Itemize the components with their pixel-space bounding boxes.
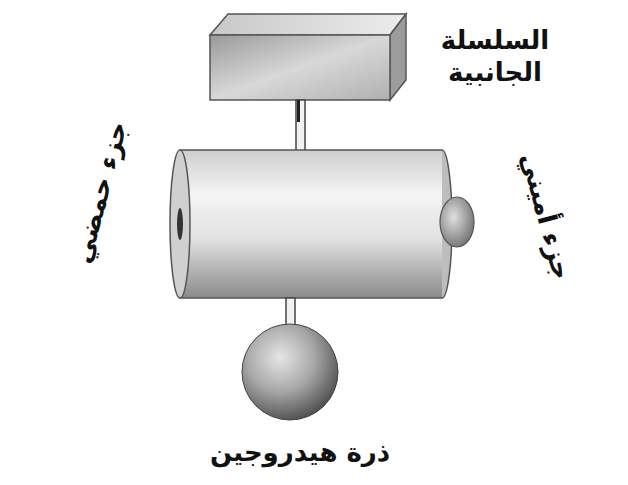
acid-part-label: جزء حمضي [60,96,141,288]
hydrogen-atom-label: ذرة هيدروجين [150,436,450,469]
side-chain-label: السلسلة الجانبية [430,24,560,89]
amine-part-label: جزء أميني [506,120,587,312]
